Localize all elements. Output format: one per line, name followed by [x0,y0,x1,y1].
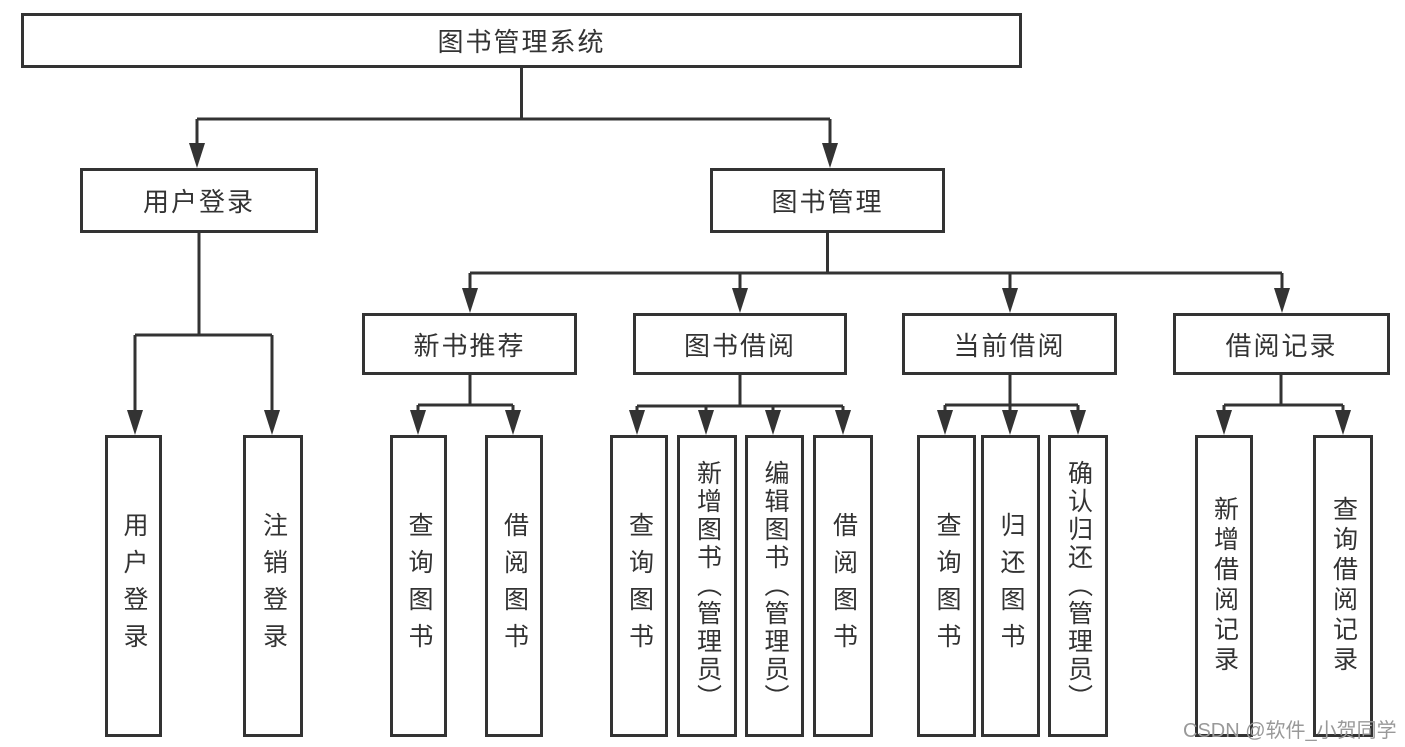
node-label: 归还图书 [997,512,1025,660]
leaf-query-borrowing-record: 查询借阅记录 [1313,435,1373,737]
leaf-user-login: 用户登录 [105,435,162,737]
node-label: 借阅图书 [829,512,858,660]
arrow-icon [1002,288,1018,313]
node-root-book-management-system: 图书管理系统 [21,13,1022,68]
arrow-icon [835,410,851,435]
node-label: 当前借阅 [953,330,1066,361]
node-label: 确认归还（管理员） [1064,460,1093,712]
leaf-add-borrowing-record: 新增借阅记录 [1195,435,1253,737]
arrow-icon [937,410,953,435]
node-book-borrowing: 图书借阅 [633,313,847,375]
leaf-logout: 注销登录 [243,435,303,737]
node-user-login: 用户登录 [80,168,318,233]
arrow-icon [1335,410,1351,435]
node-label: 新增图书（管理员） [693,460,722,712]
node-label: 图书管理系统 [437,27,606,57]
node-label: 用户登录 [142,187,255,217]
node-label: 新书推荐 [413,330,526,361]
edge-currentborrow-to-leaves [943,375,1080,414]
edge-borrowrecords-to-leaves [1222,375,1345,414]
arrow-icon [189,143,205,168]
edge-userlogin-to-leaves [133,233,274,414]
node-label: 注销登录 [259,512,288,660]
arrow-icon [462,288,478,313]
node-new-book-recommendation: 新书推荐 [362,313,577,375]
node-label: 查询借阅记录 [1329,496,1358,676]
node-label: 查询图书 [933,512,961,660]
arrow-icon [822,143,838,168]
edge-bookmgmt-to-level3 [468,233,1284,292]
leaf-query-books-current: 查询图书 [917,435,976,737]
node-label: 用户登录 [120,512,148,660]
leaf-query-books-borrowing: 查询图书 [610,435,668,737]
csdn-watermark: CSDN @软件_小贺同学 [1183,720,1397,742]
node-label: 新增借阅记录 [1210,496,1239,676]
arrow-icon [1274,288,1290,313]
leaf-borrow-books-recommend: 借阅图书 [485,435,543,737]
node-label: 查询图书 [625,512,654,660]
arrow-icon [410,410,426,435]
node-label: 图书借阅 [683,330,796,361]
arrow-icon [732,288,748,313]
arrow-icon [629,410,645,435]
arrow-icon [1216,410,1232,435]
node-label: 编辑图书（管理员） [761,460,789,712]
node-label: 借阅记录 [1225,330,1338,361]
node-book-management: 图书管理 [710,168,945,233]
arrowheads [127,143,1351,435]
connector-lines [133,68,1345,414]
leaf-edit-books-admin: 编辑图书（管理员） [745,435,804,737]
edge-newbookrec-to-leaves [416,375,515,414]
leaf-add-books-admin: 新增图书（管理员） [677,435,737,737]
edge-root-to-level2 [195,68,832,148]
node-borrowing-records: 借阅记录 [1173,313,1390,375]
arrow-icon [264,410,280,435]
node-label: 图书管理 [771,187,884,217]
leaf-confirm-return-admin: 确认归还（管理员） [1048,435,1108,737]
arrow-icon [765,410,781,435]
node-current-borrowing: 当前借阅 [902,313,1117,375]
arrow-icon [698,410,714,435]
node-label: 查询图书 [405,512,433,660]
arrow-icon [1002,410,1018,435]
arrow-icon [1070,410,1086,435]
leaf-return-books: 归还图书 [981,435,1040,737]
leaf-borrow-books-borrowing: 借阅图书 [813,435,873,737]
node-label: 借阅图书 [500,512,529,660]
arrow-icon [505,410,521,435]
edge-bookborrow-to-leaves [635,375,845,414]
leaf-query-books-recommend: 查询图书 [390,435,447,737]
arrow-icon [127,410,143,435]
